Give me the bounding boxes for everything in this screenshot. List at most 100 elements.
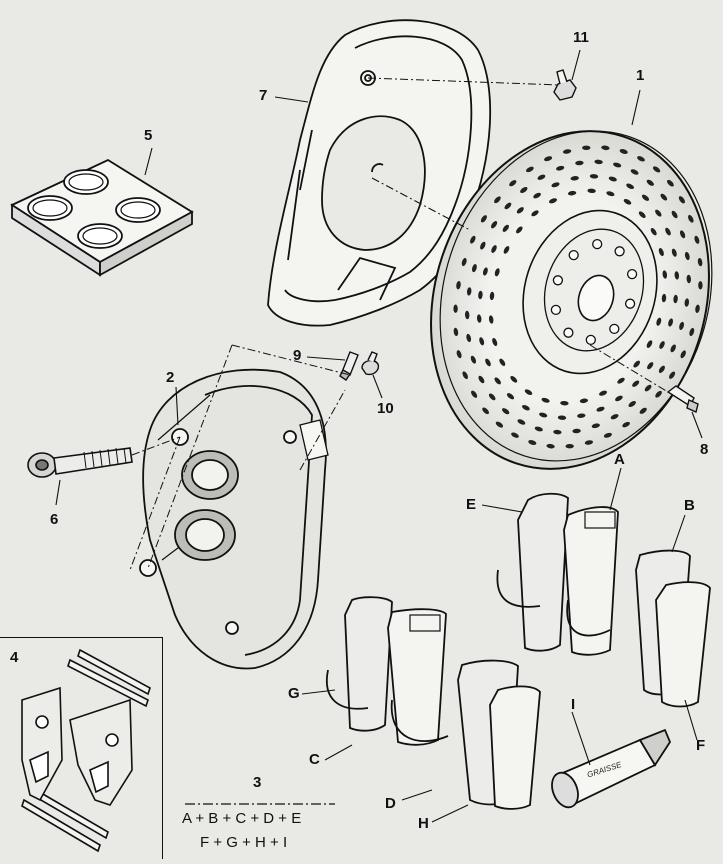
drill-hole — [509, 180, 517, 187]
drill-hole — [673, 294, 678, 304]
drill-hole — [680, 350, 686, 359]
drill-hole — [557, 415, 567, 420]
pad-pins-and-clips — [21, 648, 151, 853]
brake-pads-upper — [517, 492, 711, 708]
formula-line-2: F + G + H + I — [200, 834, 288, 851]
drill-hole — [494, 268, 500, 277]
drill-hole — [641, 194, 650, 201]
drill-hole — [524, 389, 533, 396]
drill-hole — [464, 310, 470, 320]
callout-H: H — [418, 815, 429, 832]
drill-hole — [667, 179, 674, 187]
drill-hole — [488, 315, 494, 324]
hub-bolt-hole — [552, 275, 564, 286]
drill-hole — [662, 270, 668, 279]
drill-hole — [570, 176, 579, 181]
drill-hole — [466, 333, 472, 343]
drill-hole — [674, 271, 680, 280]
drill-hole — [603, 432, 612, 438]
drill-hole — [615, 395, 623, 402]
drill-hole — [655, 209, 662, 217]
drill-hole — [531, 210, 539, 217]
drill-hole — [471, 390, 478, 398]
drill-hole — [491, 245, 497, 253]
drill-hole — [684, 298, 690, 307]
callout-1: 1 — [636, 67, 645, 84]
brake-shield — [267, 19, 492, 327]
drill-hole — [492, 338, 498, 346]
drill-hole — [453, 327, 459, 337]
drill-hole — [669, 371, 676, 379]
drill-hole — [516, 207, 524, 214]
drill-hole — [470, 235, 476, 244]
disc-screw — [666, 385, 699, 413]
drill-hole — [613, 162, 622, 168]
drill-hole — [679, 230, 686, 239]
drill-hole — [644, 384, 652, 392]
callout-10: 10 — [377, 400, 394, 417]
drill-hole — [462, 371, 468, 380]
drill-hole — [546, 443, 555, 449]
drill-hole — [482, 267, 488, 276]
drill-hole — [671, 248, 677, 257]
drill-hole — [491, 221, 498, 229]
drill-hole — [503, 246, 510, 254]
drill-hole — [575, 160, 584, 166]
drill-hole — [591, 423, 600, 429]
drill-hole — [698, 281, 703, 290]
drill-hole — [684, 251, 690, 261]
seal-kit-box — [10, 158, 194, 277]
drill-hole — [553, 429, 562, 435]
drill-hole — [678, 196, 685, 204]
drill-hole — [541, 397, 550, 403]
drill-hole — [579, 398, 589, 404]
callout-4: 4 — [10, 649, 19, 666]
callout-3: 3 — [253, 774, 262, 791]
drill-hole — [659, 341, 665, 349]
drill-hole — [522, 404, 530, 411]
drill-hole — [584, 440, 594, 445]
drill-hole — [489, 291, 495, 301]
inset-frame — [0, 637, 163, 859]
drill-hole — [504, 202, 512, 210]
drill-hole — [630, 169, 639, 175]
drill-hole — [601, 145, 610, 151]
hub-bolt-hole — [626, 268, 638, 280]
drill-hole — [599, 390, 607, 396]
drill-hole — [516, 226, 523, 234]
drill-hole — [655, 390, 662, 398]
hub-bolt-hole — [624, 298, 636, 309]
drill-hole — [461, 257, 467, 267]
drill-hole — [658, 365, 665, 373]
drill-hole — [479, 337, 485, 346]
brake-disc — [430, 130, 713, 470]
drill-hole — [502, 224, 509, 232]
drill-hole — [539, 412, 548, 418]
hub-bolt-hole — [614, 246, 625, 257]
drill-hole — [549, 198, 557, 204]
drill-hole — [688, 214, 694, 223]
drill-hole — [494, 377, 501, 385]
drill-hole — [697, 257, 703, 267]
drill-hole — [470, 355, 477, 364]
drill-hole — [537, 174, 546, 180]
disc-hub-holes — [550, 238, 638, 346]
drill-hole — [544, 156, 553, 162]
drill-hole — [476, 314, 482, 323]
drill-hole — [658, 248, 664, 256]
drill-hole — [565, 443, 574, 449]
wear-sensor-wires — [325, 569, 611, 743]
drill-hole — [637, 156, 645, 162]
drill-hole — [453, 304, 458, 313]
grease-tube — [551, 728, 672, 809]
drill-hole — [506, 393, 515, 400]
drill-hole — [617, 377, 625, 384]
drill-hole — [647, 362, 654, 370]
drill-hole — [633, 360, 640, 368]
drill-hole — [502, 408, 510, 415]
drill-hole — [534, 426, 543, 432]
caliper-bolt — [27, 447, 133, 478]
drill-hole — [478, 375, 485, 384]
drill-hole — [572, 428, 581, 434]
